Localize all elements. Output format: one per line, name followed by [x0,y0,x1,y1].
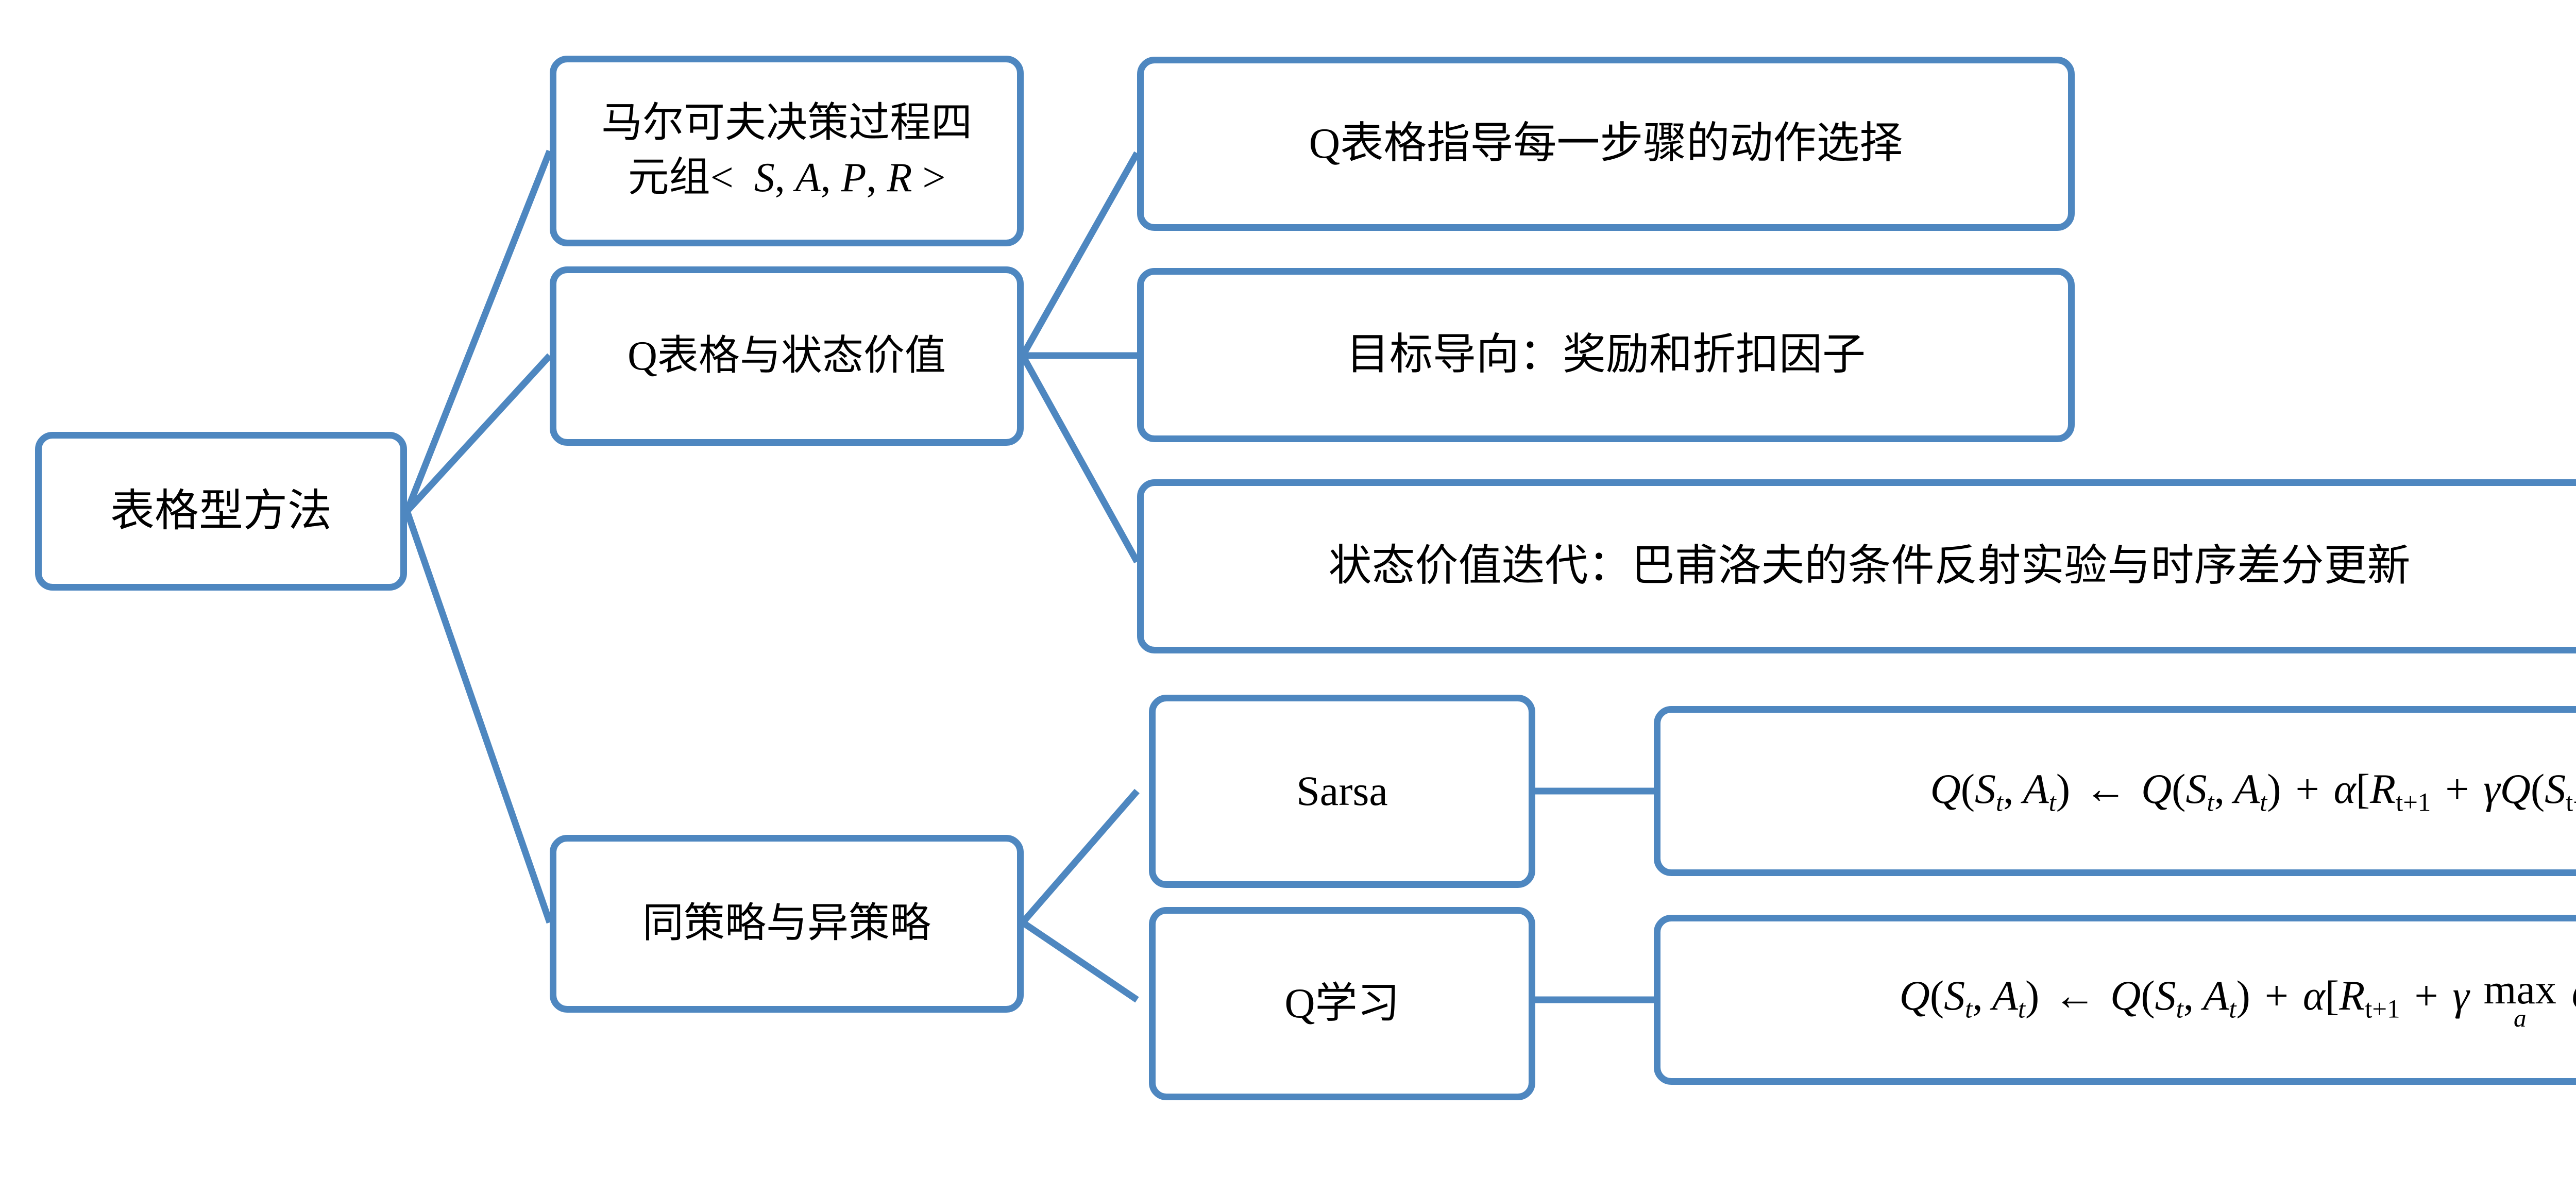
connector-policy-to-sarsa [1020,788,1140,925]
node-mdp[interactable]: 马尔可夫决策过程四 元组< S, A, P, R > [550,56,1024,246]
node-qlearning-formula[interactable]: Q(St,At)←Q(St,At)+α[Rt+1+γmaxaQ(St+1,a)−… [1654,915,2576,1085]
connector-root-to-qtable [404,353,552,514]
node-qlearning-label: Q学习 [1284,980,1400,1027]
connector-policy-to-qlearning [1021,919,1139,1003]
node-qtable-child-1[interactable]: Q表格指导每一步骤的动作选择 [1137,57,2075,231]
node-qtable-label: Q表格与状态价值 [628,333,946,379]
sarsa-formula-math: Q(St,At)←Q(St,At)+α[Rt+1+γQ(St+1,At+1)−Q… [1930,765,2576,817]
node-qlearning[interactable]: Q学习 [1149,907,1535,1100]
node-qtable-child-2[interactable]: 目标导向：奖励和折扣因子 [1137,268,2075,442]
node-root[interactable]: 表格型方法 [35,432,407,591]
node-qtable[interactable]: Q表格与状态价值 [550,266,1024,446]
node-policy-label: 同策略与异策略 [642,901,931,947]
connector-root-to-policy [403,510,553,924]
node-policy[interactable]: 同策略与异策略 [550,835,1024,1013]
connector-qtable-to-child1 [1020,151,1140,358]
node-qtable-child-2-label: 目标导向：奖励和折扣因子 [1346,331,1866,379]
node-qtable-child-3[interactable]: 状态价值迭代：巴甫洛夫的条件反射实验与时序差分更新 [1137,479,2576,653]
node-sarsa-formula[interactable]: Q(St,At)←Q(St,At)+α[Rt+1+γQ(St+1,At+1)−Q… [1654,706,2576,876]
node-qtable-child-1-label: Q表格指导每一步骤的动作选择 [1309,120,1903,168]
node-root-label: 表格型方法 [110,486,332,536]
qlearning-formula-math: Q(St,At)←Q(St,At)+α[Rt+1+γmaxaQ(St+1,a)−… [1899,965,2576,1032]
node-sarsa[interactable]: Sarsa [1149,695,1535,888]
node-mdp-label-line1: 马尔可夫决策过程四 [601,100,972,146]
node-sarsa-label: Sarsa [1296,767,1388,815]
connector-root-to-mdp [403,149,553,513]
node-mdp-label-line2: 元组< S, A, P, R > [628,155,946,200]
node-qtable-child-3-label: 状态价值迭代：巴甫洛夫的条件反射实验与时序差分更新 [1328,542,2411,591]
connector-qtable-to-child3 [1020,354,1140,564]
